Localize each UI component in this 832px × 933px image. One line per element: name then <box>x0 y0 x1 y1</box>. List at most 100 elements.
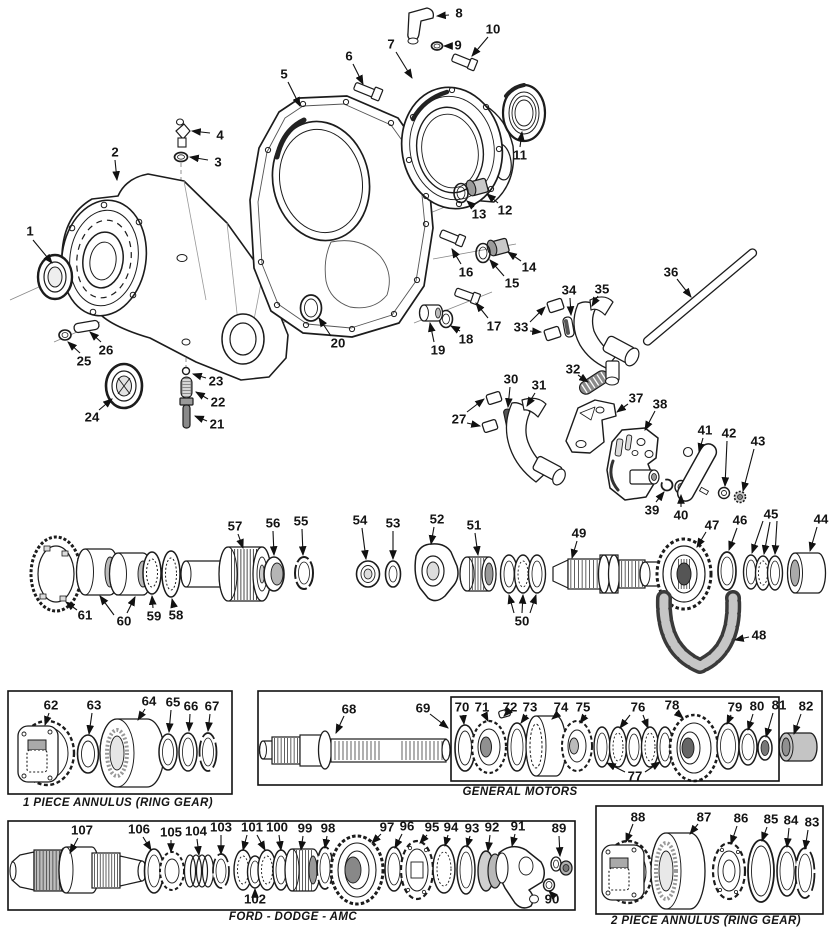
spline-hatch <box>274 738 298 763</box>
part-shape <box>89 308 97 316</box>
part-label-82: 82 <box>799 699 814 714</box>
part-shape <box>271 736 301 765</box>
part-shape <box>644 732 656 762</box>
part-label-85: 85 <box>764 812 779 827</box>
part-shape <box>614 438 624 457</box>
leader-arrow-31 <box>526 392 536 407</box>
snapring-55 <box>294 556 314 590</box>
part-shape <box>324 240 390 309</box>
part-shape <box>510 728 524 766</box>
lever-41 <box>676 443 718 502</box>
part-label-1: 1 <box>26 224 33 239</box>
part-shape <box>146 558 158 588</box>
part-label-2: 2 <box>111 145 118 160</box>
leader-arrow-95 <box>419 833 429 844</box>
leader-arrow-107 <box>69 837 79 854</box>
leader-arrow-73 <box>520 713 530 724</box>
oring-39 <box>660 478 674 492</box>
part-shape <box>720 728 736 764</box>
part-shape <box>278 128 364 234</box>
leader-arrow-57 <box>236 533 244 550</box>
part-shape <box>177 154 185 160</box>
part-label-31: 31 <box>532 378 547 393</box>
part-shape <box>514 99 534 127</box>
leader-arrow-3 <box>188 154 209 163</box>
leader-arrow-101 <box>256 834 266 851</box>
part-shape <box>770 560 780 586</box>
part-label-8: 8 <box>455 6 462 21</box>
part-label-65: 65 <box>166 695 181 710</box>
leader-arrow-45 <box>761 521 771 556</box>
part-shape <box>658 850 674 892</box>
part-label-27: 27 <box>452 412 467 427</box>
part-label-55: 55 <box>294 514 309 529</box>
part-shape <box>415 106 485 194</box>
shift-rail-36 <box>642 248 758 346</box>
caption-3: FORD - DODGE - AMC <box>229 911 357 923</box>
part-label-97: 97 <box>380 820 395 835</box>
part-label-98: 98 <box>321 821 336 836</box>
part-shape <box>229 322 257 356</box>
part-shape <box>264 146 272 154</box>
part-shape <box>741 733 755 761</box>
part-label-21: 21 <box>210 417 225 432</box>
part-shape <box>631 892 637 898</box>
part-label-78: 78 <box>665 698 680 713</box>
part-shape <box>609 459 620 492</box>
leader-arrow-60 <box>126 596 136 614</box>
part-shape <box>421 113 479 189</box>
part-shape <box>518 856 534 876</box>
part-shape <box>779 851 795 891</box>
spline-hatch <box>94 854 118 887</box>
part-label-24: 24 <box>85 410 100 425</box>
part-shape <box>569 737 579 755</box>
box-ford-dodge-amc <box>7 820 576 911</box>
part-label-95: 95 <box>425 820 440 835</box>
part-shape <box>109 735 125 771</box>
leader-arrow-100 <box>276 834 284 852</box>
part-shape <box>567 558 601 590</box>
part-label-90: 90 <box>545 892 560 907</box>
part-shape <box>651 473 657 481</box>
caption-2: GENERAL MOTORS <box>462 786 577 798</box>
pads-33 <box>546 297 565 314</box>
part-label-92: 92 <box>485 820 500 835</box>
part-label-18: 18 <box>459 332 474 347</box>
part-shape <box>504 83 526 98</box>
leader-arrow-27 <box>466 420 482 428</box>
part-shape <box>270 562 284 586</box>
part-shape <box>596 732 608 762</box>
part-shape <box>628 733 640 761</box>
part-shape <box>531 560 543 588</box>
ring-65 <box>158 733 178 771</box>
part-shape <box>781 737 791 757</box>
leader-arrow-88 <box>625 823 634 844</box>
part-shape <box>61 550 69 557</box>
leader-arrow-52 <box>428 526 437 546</box>
part-label-86: 86 <box>734 811 749 826</box>
part-shape <box>47 266 63 288</box>
bolt-21 <box>179 397 194 406</box>
part-shape <box>736 850 741 855</box>
part-label-51: 51 <box>467 518 482 533</box>
part-label-42: 42 <box>722 426 737 441</box>
part-label-104: 104 <box>185 824 208 839</box>
part-label-10: 10 <box>486 22 501 37</box>
leader-arrow-50 <box>507 593 516 614</box>
part-shape <box>644 450 654 458</box>
leader-arrow-59 <box>148 594 157 609</box>
cylinder-face <box>650 832 682 910</box>
part-shape <box>676 722 712 774</box>
part-label-32: 32 <box>566 362 581 377</box>
part-shape <box>448 86 456 94</box>
part-shape <box>631 847 637 853</box>
leader-arrow-39 <box>655 491 665 503</box>
box-1-piece-annulus <box>7 690 233 795</box>
ring-90 <box>542 878 556 892</box>
part-shape <box>722 859 736 883</box>
part-label-17: 17 <box>487 319 502 334</box>
part-shape <box>480 736 492 758</box>
leader-arrow-76 <box>641 714 649 730</box>
leader-arrow-14 <box>507 251 522 262</box>
part-shape <box>43 545 51 552</box>
